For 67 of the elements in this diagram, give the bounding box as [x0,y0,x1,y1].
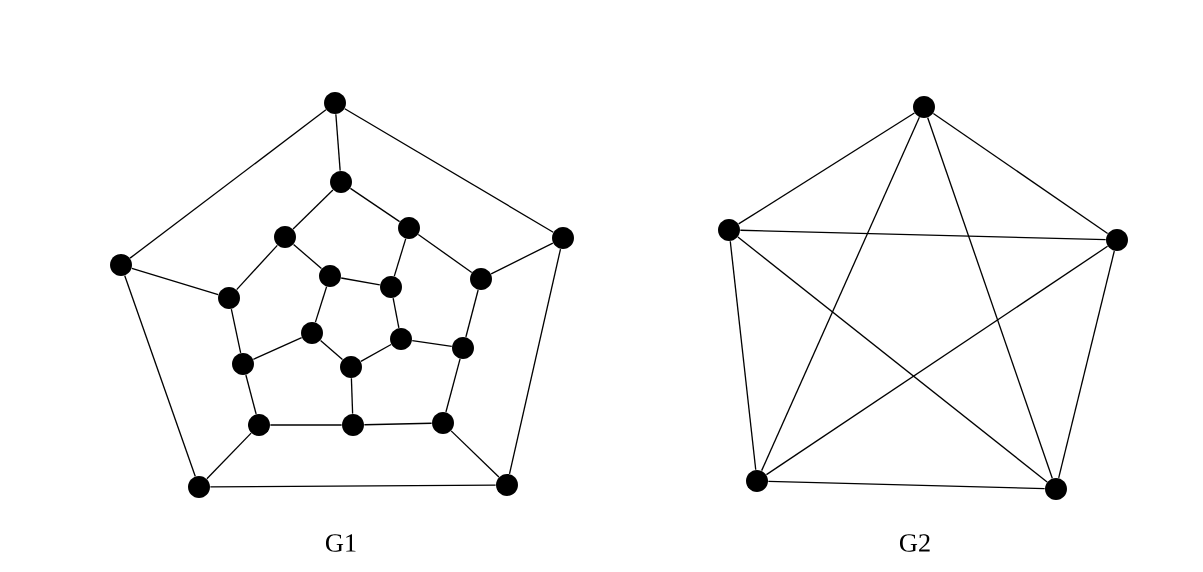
graph-edge [363,422,433,426]
graph-edge [269,424,343,426]
vertex-dot [470,268,492,290]
graph-edge [737,112,916,225]
graph-edge [767,480,1046,490]
graph-edge [392,297,400,329]
graph-edge [450,430,500,478]
graph-label: G1 [325,534,356,552]
graph-edge [508,248,562,475]
vertex-dot [552,227,574,249]
graph-edge [340,277,381,286]
vertex-dot [301,322,323,344]
graph-edge [445,358,461,413]
vertex-dot [188,476,210,498]
graph-edge [729,240,757,471]
graph-edge [319,339,344,361]
vertex-dot [452,337,474,359]
graph-edge [360,343,392,363]
graph-edge [292,243,323,270]
graph-edge [131,267,219,296]
graph-edge [417,233,473,274]
graph-edge [230,308,242,354]
vertex-dot [324,92,346,114]
vertex-dot [1106,229,1128,251]
graph-edge [344,108,554,233]
graph-edge [209,484,497,488]
graph-edge [129,109,327,259]
vertex-dot [274,226,296,248]
graph-edge [932,112,1109,235]
vertex-dot [340,356,362,378]
vertex-dot [380,276,402,298]
graph-edge [124,275,196,477]
vertex-dot [330,171,352,193]
vertex-dot [398,217,420,239]
vertex-dot [913,96,935,118]
graph-edge [236,244,278,291]
graph-edge [252,336,303,360]
graph-edge [765,245,1109,476]
vertex-dot [342,414,364,436]
vertex-dot [218,287,240,309]
graph-label: G2 [899,534,930,552]
vertex-dot [232,353,254,375]
vertex-dot [718,219,740,241]
graph-edge [393,238,407,277]
graph-edge [292,189,334,230]
graph-edge [465,289,479,338]
vertex-dot [746,470,768,492]
graph-edge [760,116,921,472]
graph-edge [1058,250,1115,479]
graph-edge [314,286,328,323]
graph-edge [490,242,554,275]
vertex-dot [390,328,412,350]
graph-edge [335,113,341,172]
graph-edge [411,339,453,348]
graph-edge [927,117,1053,479]
vertex-dot [432,412,454,434]
vertex-dot [248,414,270,436]
graph-edge [349,187,401,223]
graph-edge [739,229,1107,241]
vertex-dot [110,254,132,276]
graph-edge [350,377,354,415]
vertex-dot [319,265,341,287]
graph-edge [245,374,257,415]
vertex-dot [496,474,518,496]
graph-edge [737,236,1048,483]
vertex-dot [1045,478,1067,500]
graph-edge [206,432,252,480]
